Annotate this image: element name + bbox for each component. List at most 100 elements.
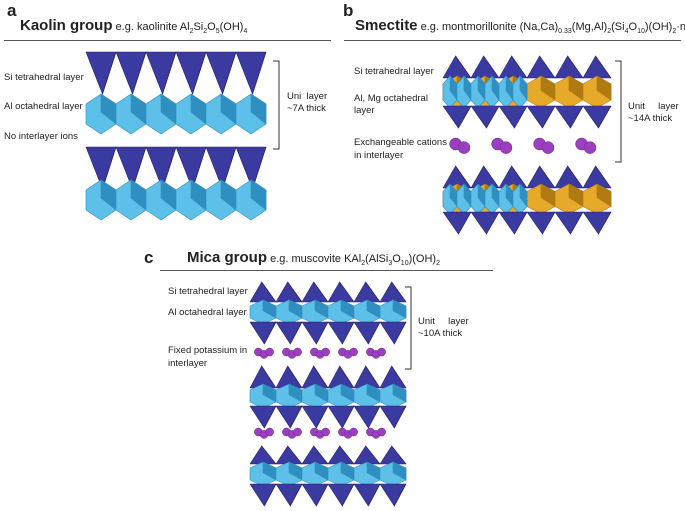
tetrahedron (353, 281, 381, 303)
tetrahedron (470, 55, 500, 79)
tetrahedron-face (287, 281, 303, 303)
panel-b-tet-label: Si tetrahedral layer (354, 66, 434, 77)
tetrahedron (379, 281, 407, 303)
tetrahedron-face (287, 445, 303, 465)
panel-c-title: Mica group e.g. muscovite KAl2(AlSi3O10)… (187, 249, 440, 267)
tetrahedron-face (511, 165, 528, 189)
panel-c-interlayer-label-2: interlayer (168, 358, 208, 369)
octahedron-face (250, 93, 267, 125)
octahedron-face (596, 75, 612, 101)
tetrahedron-face (539, 55, 556, 79)
tetrahedron-face (289, 321, 303, 345)
tetrahedron-face (394, 483, 407, 507)
tetrahedron-face (342, 321, 355, 345)
tetrahedron-face (316, 405, 329, 429)
panel-b-oct-label-2: layer (354, 105, 375, 116)
tetrahedron-face (264, 321, 277, 345)
panel-a-tet-label: Si tetrahedral layer (4, 72, 84, 83)
panel-a-rule (4, 40, 331, 41)
tetrahedron (145, 51, 177, 95)
tetrahedron-face (313, 365, 329, 389)
tetrahedron (379, 483, 407, 507)
octahedron-face (250, 179, 267, 211)
tetrahedron-face (192, 51, 207, 95)
panel-c-crystal-structure (249, 281, 407, 507)
panel-b-interlayer-label-1: Exchangeable cations (354, 137, 447, 148)
tetrahedron (85, 51, 117, 95)
interlayer-cation (349, 347, 358, 357)
tetrahedron (249, 281, 277, 303)
tetrahedron-face (542, 105, 556, 129)
tetrahedron (498, 105, 528, 129)
interlayer-cation (349, 427, 358, 437)
tetrahedron-face (483, 165, 500, 189)
tetrahedron-face (514, 105, 528, 129)
tetrahedron-face (222, 146, 237, 190)
tetrahedron (498, 211, 528, 235)
panel-c-rule (160, 270, 493, 271)
tetrahedron-face (102, 51, 117, 95)
tetrahedron-face (595, 165, 612, 189)
tetrahedron-face (570, 105, 584, 129)
tetrahedron (442, 55, 472, 79)
tetrahedron-face (570, 211, 584, 235)
interlayer-cation (293, 347, 302, 357)
tetrahedron-face (222, 51, 237, 95)
tetrahedron-face (458, 105, 472, 129)
tetrahedron-face (289, 405, 303, 429)
interlayer-cation (293, 427, 302, 437)
tetrahedron (275, 321, 303, 345)
tetrahedron-face (567, 55, 584, 79)
tetrahedron (275, 445, 303, 465)
interlayer-cation (265, 427, 274, 437)
interlayer-cation (377, 427, 386, 437)
tetrahedron (235, 51, 267, 95)
interlayer-cation (499, 141, 513, 154)
tetrahedron-face (252, 51, 267, 95)
panel-c-unit-label: Unit layer ~10A thick (418, 316, 469, 339)
tetrahedron-face (313, 445, 329, 465)
octahedron-face (596, 183, 612, 207)
tetrahedron (582, 105, 612, 129)
tetrahedron-face (365, 365, 381, 389)
panel-b-unit-bracket (615, 60, 622, 163)
tetrahedron-face (368, 405, 381, 429)
tetrahedron (275, 483, 303, 507)
tetrahedron (275, 281, 303, 303)
tetrahedron (327, 445, 355, 465)
tetrahedron-face (542, 211, 556, 235)
tetrahedron (175, 51, 207, 95)
tetrahedron (353, 483, 381, 507)
tetrahedron (301, 405, 329, 429)
panel-a-interlayer-label: No interlayer ions (4, 131, 78, 142)
tetrahedron-face (394, 405, 407, 429)
tetrahedron-face (368, 321, 381, 345)
tetrahedron-face (102, 146, 117, 190)
tetrahedron (526, 55, 556, 79)
panel-c-interlayer-label-1: Fixed potassium in (168, 345, 248, 356)
tetrahedron (442, 211, 472, 235)
tetrahedron-face (339, 365, 355, 389)
tetrahedron (353, 405, 381, 429)
tetrahedron-face (261, 445, 277, 465)
interlayer-cation (541, 141, 555, 154)
tetrahedron-face (342, 405, 355, 429)
interlayer-cation (583, 141, 597, 154)
panel-b-oct-label-1: Al, Mg octahedral (354, 93, 428, 104)
tetrahedron (327, 321, 355, 345)
panel-b-group-name: Smectite (355, 17, 418, 34)
panel-c-group-name: Mica group (187, 249, 268, 266)
tetrahedron (582, 211, 612, 235)
panel-c-letter: c (144, 248, 154, 267)
panel-b-example: e.g. montmorillonite (417, 21, 520, 33)
tetrahedron (327, 405, 355, 429)
tetrahedron-face (264, 483, 277, 507)
tetrahedron (554, 105, 584, 129)
tetrahedron-face (539, 165, 556, 189)
tetrahedron (379, 445, 407, 465)
tetrahedron (582, 55, 612, 79)
tetrahedron-face (598, 105, 612, 129)
octahedron-face (392, 383, 407, 403)
tetrahedron-face (316, 483, 329, 507)
tetrahedron (554, 55, 584, 79)
